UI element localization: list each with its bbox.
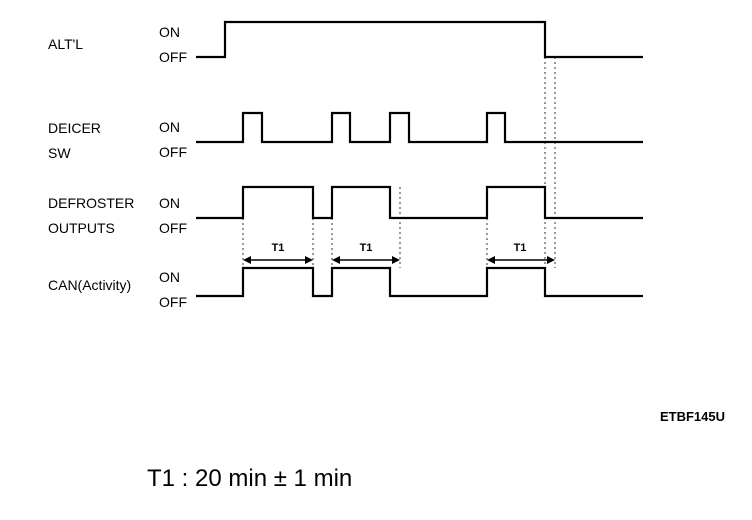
state-off-label: OFF (159, 220, 187, 236)
signal-altl: ALT'L ON OFF (48, 20, 643, 65)
interval-label: T1 (360, 242, 373, 254)
state-off-label: OFF (159, 294, 187, 310)
arrow-left-icon (487, 256, 495, 264)
interval-t1-1: T1 (243, 242, 313, 264)
waveform-deicer-sw (196, 111, 643, 144)
figure-code: ETBF145U (660, 409, 725, 424)
signal-label-sw: SW (48, 145, 71, 161)
signal-label-defroster: DEFROSTER (48, 195, 134, 211)
signal-label-deicer: DEICER (48, 120, 101, 136)
signal-label-outputs: OUTPUTS (48, 220, 115, 236)
arrow-left-icon (243, 256, 251, 264)
signal-deicer-sw: DEICER SW ON OFF (48, 111, 643, 161)
interval-label: T1 (514, 242, 527, 254)
arrow-right-icon (547, 256, 555, 264)
arrow-left-icon (332, 256, 340, 264)
guide-lines (242, 57, 556, 268)
interval-t1-2: T1 (332, 242, 400, 264)
state-off-label: OFF (159, 144, 187, 160)
waveform-defroster-outputs (196, 185, 643, 220)
arrow-right-icon (392, 256, 400, 264)
state-on-label: ON (159, 119, 180, 135)
waveform-altl (196, 20, 643, 59)
waveform-can-activity (196, 266, 643, 298)
signal-label-can: CAN(Activity) (48, 277, 131, 293)
signal-can-activity: CAN(Activity) ON OFF (48, 266, 643, 310)
arrow-right-icon (305, 256, 313, 264)
interval-label: T1 (272, 242, 285, 254)
signal-label-altl: ALT'L (48, 36, 83, 52)
signal-defroster-outputs: DEFROSTER OUTPUTS ON OFF (48, 185, 643, 236)
state-on-label: ON (159, 195, 180, 211)
state-on-label: ON (159, 269, 180, 285)
state-off-label: OFF (159, 49, 187, 65)
interval-t1-3: T1 (487, 242, 555, 264)
t1-legend: T1 : 20 min ± 1 min (147, 465, 352, 492)
state-on-label: ON (159, 24, 180, 40)
